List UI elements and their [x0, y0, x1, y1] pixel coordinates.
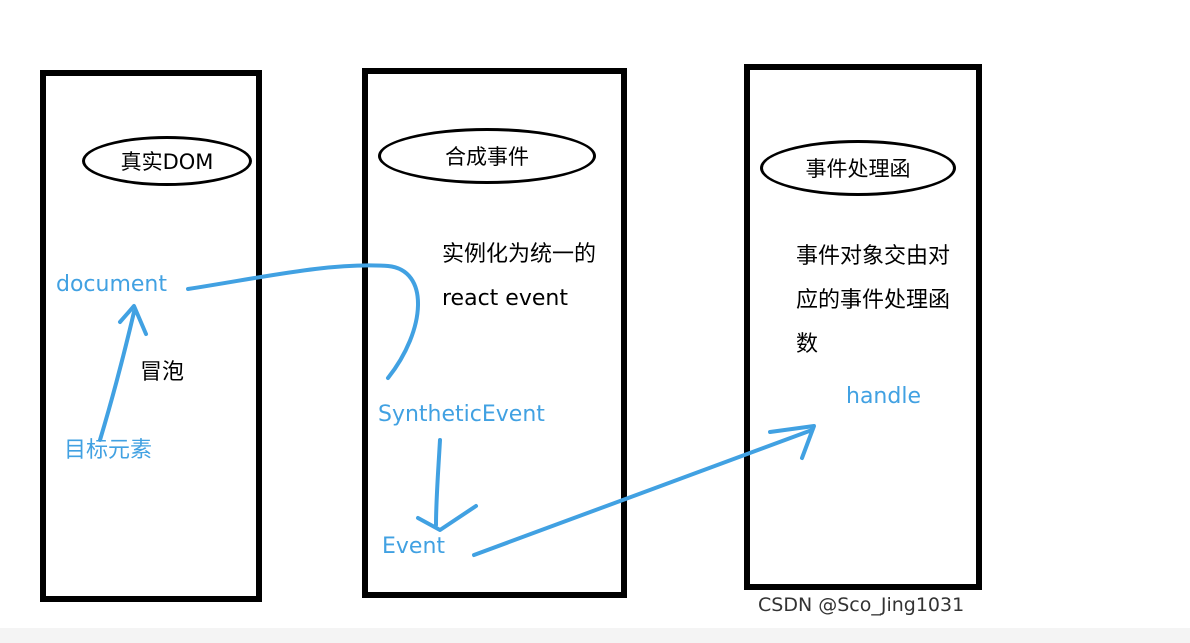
bubble-label: 冒泡 — [140, 360, 185, 385]
synthetic-desc-line-2: react event — [442, 286, 568, 311]
synthetic-desc-line-1: 实例化为统一的 — [442, 242, 597, 267]
event-to-handle-head — [768, 424, 816, 460]
bubble-arrow-head — [118, 304, 148, 336]
synthetic-to-event-head — [416, 504, 478, 532]
handler-desc-line-1: 事件对象交由对 — [796, 244, 951, 269]
synthetic-event-label: SyntheticEvent — [378, 402, 545, 427]
real-dom-title: 真实DOM — [82, 136, 252, 186]
synthetic-event-title: 合成事件 — [378, 128, 596, 184]
event-to-handle-line — [472, 428, 814, 557]
bubble-arrow — [98, 310, 136, 442]
watermark: CSDN @Sco_Jing1031 — [758, 594, 965, 616]
document-label: document — [56, 272, 167, 297]
handle-label: handle — [846, 384, 921, 409]
handler-desc-line-3: 数 — [796, 332, 819, 357]
handler-desc-line-2: 应的事件处理函 — [796, 288, 951, 313]
event-label: Event — [382, 534, 446, 559]
handler-title: 事件处理函 — [760, 140, 956, 196]
synthetic-to-event-line — [434, 438, 442, 527]
target-element-label: 目标元素 — [64, 438, 153, 463]
document-to-synthetic-curve — [186, 263, 420, 380]
bottom-band — [0, 628, 1190, 643]
